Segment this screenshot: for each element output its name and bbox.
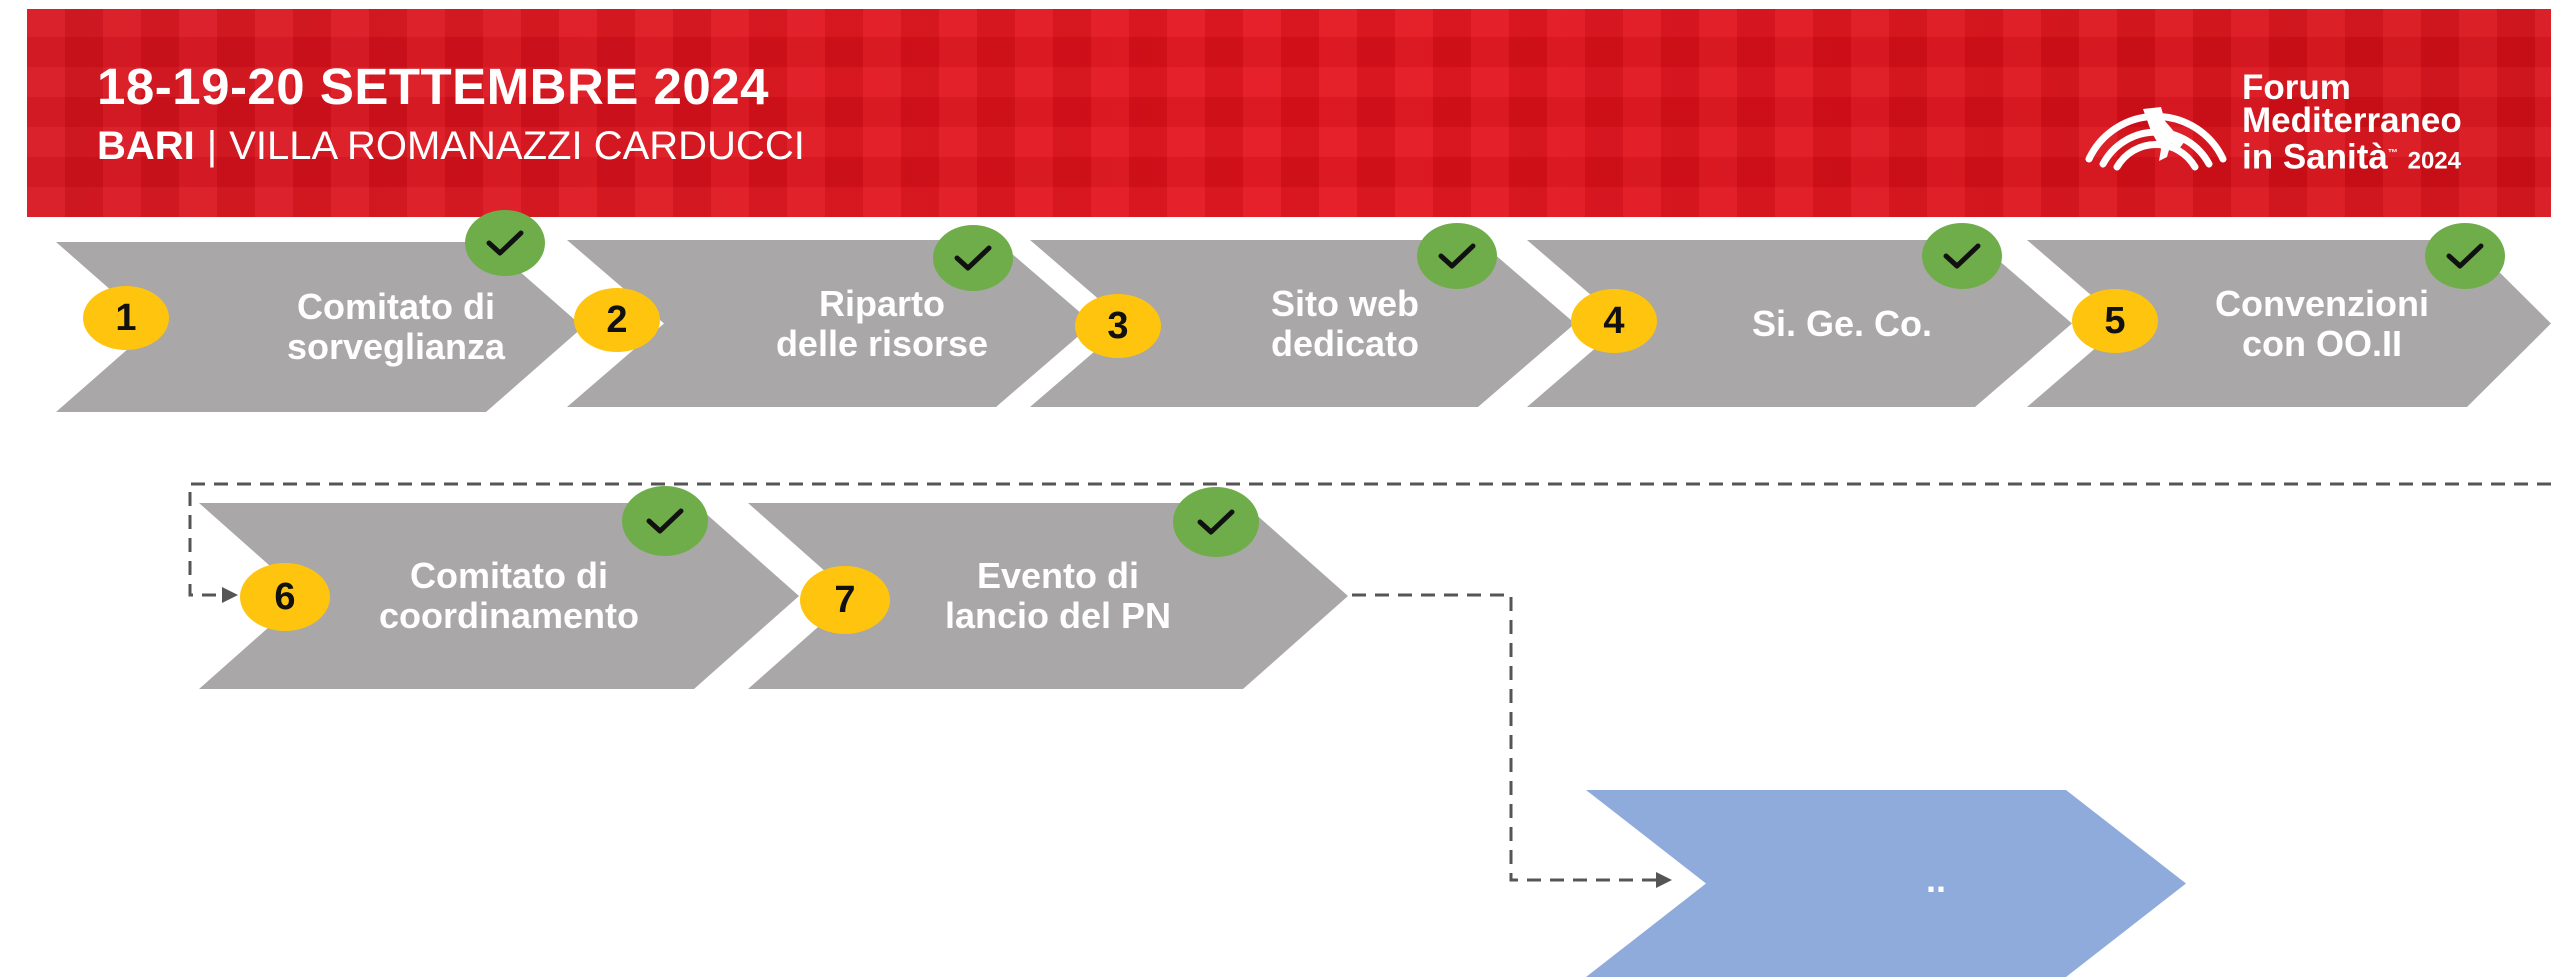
signal-italy-map-icon (2085, 107, 2227, 171)
event-banner: 18-19-20 SETTEMBRE 2024 BARI|VILLA ROMAN… (27, 9, 2551, 217)
step-final: .. (1586, 790, 2186, 977)
event-city: BARI (97, 124, 195, 168)
step-3-number: 3 (1075, 294, 1161, 358)
arrowhead-step6 (222, 587, 238, 603)
step-1-number: 1 (83, 286, 169, 350)
step-2-check-icon (933, 225, 1013, 291)
step-1-check-icon (465, 210, 545, 276)
event-date: 18-19-20 SETTEMBRE 2024 (97, 58, 769, 115)
step-4-number: 4 (1571, 289, 1657, 353)
event-venue: VILLA ROMANAZZI CARDUCCI (229, 124, 805, 168)
event-location: BARI|VILLA ROMANAZZI CARDUCCI (97, 124, 805, 169)
step-7-number: 7 (800, 566, 890, 634)
connector-step7-to-final (1352, 593, 1660, 882)
step-4-check-icon (1922, 223, 2002, 289)
connector-row1-to-row2 (188, 482, 2551, 597)
arrowhead-final (1656, 872, 1672, 888)
step-final-label: .. (1925, 859, 1946, 900)
logo-line-3: in Sanità™ 2024 (2242, 137, 2461, 177)
logo-line-1: Forum (2242, 68, 2351, 107)
step-5-check-icon (2425, 223, 2505, 289)
step-6-check-icon (622, 486, 708, 556)
forum-logo-text: Forum Mediterraneo in Sanità™ 2024 (2242, 68, 2462, 178)
step-2-number: 2 (574, 288, 660, 352)
step-3-check-icon (1417, 223, 1497, 289)
step-4-label: Si. Ge. Co. (1751, 302, 1933, 344)
location-separator: | (206, 124, 218, 168)
logo-year: 2024 (2407, 147, 2461, 175)
logo-line-2: Mediterraneo (2242, 101, 2462, 140)
step-5-number: 5 (2072, 289, 2158, 353)
step-7-check-icon (1173, 487, 1259, 557)
step-6-number: 6 (240, 563, 330, 631)
